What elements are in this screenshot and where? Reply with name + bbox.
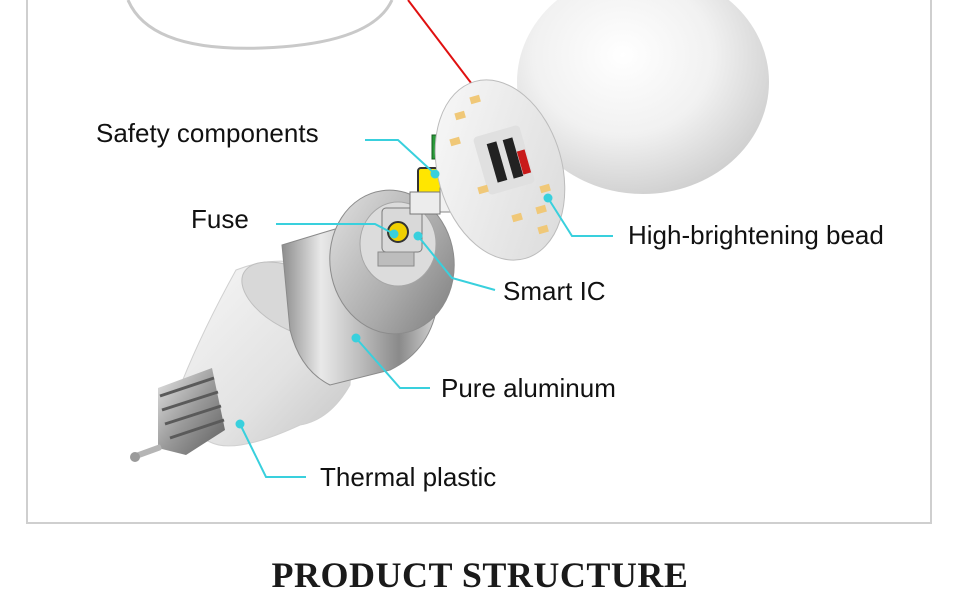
label-safety-components: Safety components (96, 118, 319, 148)
label-fuse: Fuse (191, 204, 249, 234)
contact-pin (130, 444, 162, 462)
label-smart-ic: Smart IC (503, 276, 606, 306)
callout-dot-fuse (389, 229, 399, 239)
callout-dot-plastic (235, 419, 245, 429)
callout-dot-aluminum (351, 333, 361, 343)
callout-line-safety (365, 139, 436, 175)
label-thermal-plastic: Thermal plastic (320, 462, 497, 492)
callout-line-bead (547, 197, 613, 237)
screw-base (158, 368, 225, 455)
callout-dot-bead (543, 193, 553, 203)
callout-dot-smart-ic (413, 231, 423, 241)
callout-line-aluminum (355, 337, 430, 389)
page-title: PRODUCT STRUCTURE (271, 555, 689, 595)
led-pcb-board (434, 79, 566, 261)
callout-line-fuse (276, 223, 395, 235)
top-ring-outline (126, 0, 394, 50)
callout-line-plastic (239, 423, 306, 478)
callout-line-smart-ic (417, 235, 496, 291)
label-pure-aluminum: Pure aluminum (441, 373, 616, 403)
callout-dot-safety (430, 169, 440, 179)
diffuser-dome (517, 0, 769, 194)
label-high-brightening-bead: High-brightening bead (628, 220, 884, 250)
